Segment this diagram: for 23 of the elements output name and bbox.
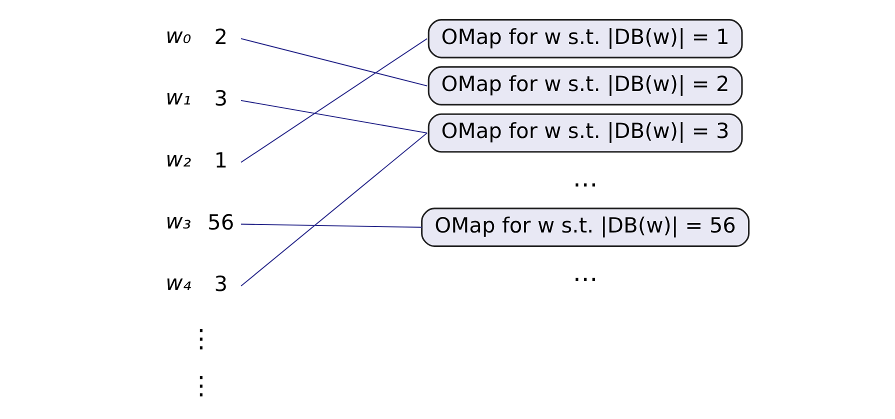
node-box: OMap for w s.t. |DB(w)| = 1 xyxy=(428,19,743,58)
node-text: 1 xyxy=(214,148,228,173)
connector xyxy=(240,132,428,286)
label: ⋮ xyxy=(188,371,214,400)
label: … xyxy=(572,164,598,193)
connector xyxy=(240,100,428,134)
node-text: 3 xyxy=(214,272,228,296)
node-text: 2 xyxy=(214,24,228,49)
node-label: w₀ xyxy=(166,24,192,48)
label: … xyxy=(572,258,598,287)
node-label: w₄ xyxy=(166,271,192,296)
node-box: OMap for w s.t. |DB(w)| = 2 xyxy=(428,66,743,106)
node-label: w₁ xyxy=(166,86,192,110)
connector xyxy=(240,38,428,163)
node-text: 56 xyxy=(208,210,234,234)
node-label: w₂ xyxy=(166,148,192,172)
connector xyxy=(240,38,428,86)
label: ⋮ xyxy=(188,324,214,353)
node-label: w₃ xyxy=(166,209,192,234)
node-box: OMap for w s.t. |DB(w)| = 56 xyxy=(421,208,750,247)
node-box: OMap for w s.t. |DB(w)| = 3 xyxy=(428,113,743,153)
connector xyxy=(241,224,422,228)
node-text: 3 xyxy=(214,86,228,111)
